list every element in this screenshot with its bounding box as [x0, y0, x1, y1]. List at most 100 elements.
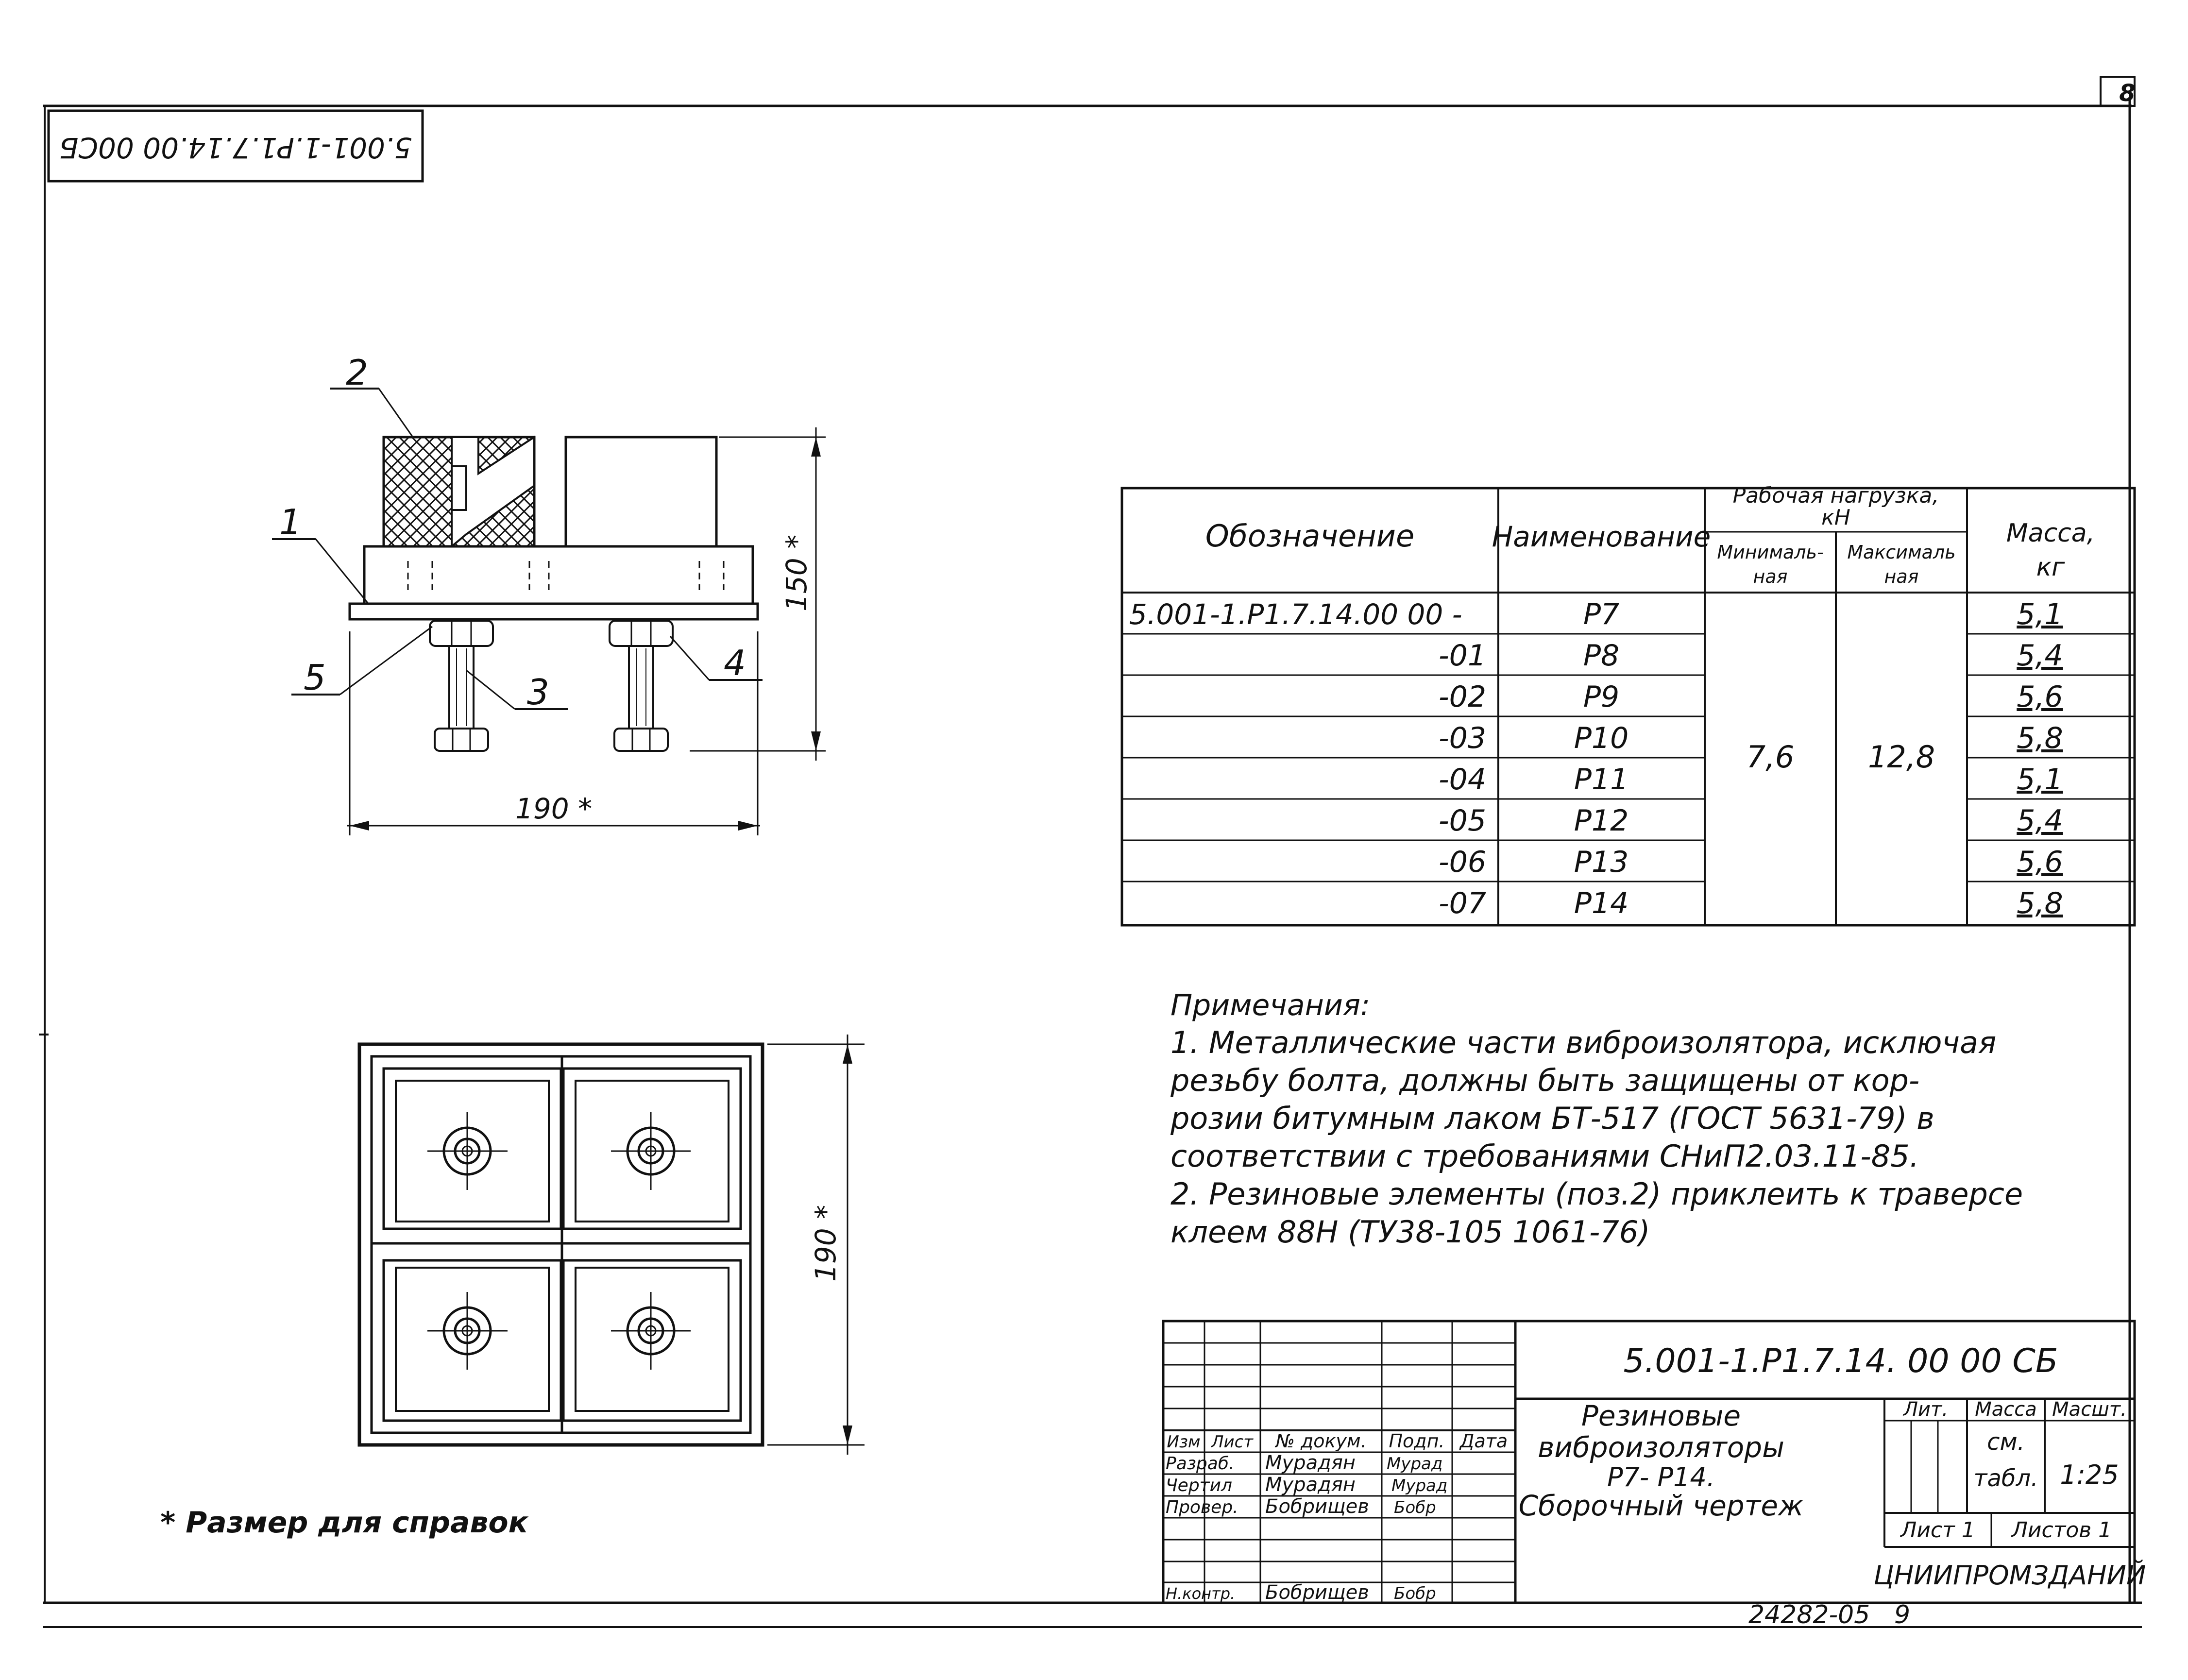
table-row: -06 Р13 5,6 — [1439, 845, 2063, 879]
signature-row: Н.контр. Бобрищев Бобр — [1166, 1581, 1436, 1604]
person-name: Бобрищев — [1265, 1495, 1369, 1518]
table-row: -05 Р12 5,4 — [1439, 804, 2063, 838]
signature: Бобр — [1394, 1498, 1436, 1517]
role: Провер. — [1166, 1497, 1238, 1517]
col-header-izm: Изм — [1167, 1432, 1200, 1452]
header-load: Рабочая нагрузка, — [1733, 483, 1939, 508]
row-name: Р7 — [1583, 597, 1619, 631]
signature-row: Провер. Бобрищев Бобр — [1166, 1495, 1436, 1518]
note-line: резьбу болта, должны быть защищены от ко… — [1170, 1063, 1919, 1098]
max-load-value: 12,8 — [1868, 739, 1935, 775]
mass-label: Масса — [1975, 1398, 2037, 1421]
plan-view: 190 * — [357, 1035, 865, 1455]
lit-label: Лит. — [1902, 1398, 1948, 1421]
row-mass: 5,8 — [2017, 721, 2063, 755]
role: Чертил — [1166, 1476, 1232, 1495]
row-designation: -07 — [1439, 886, 1486, 920]
notes-block: Примечания: 1. Металлические части вибро… — [1170, 988, 2023, 1250]
table-row: -04 Р11 5,1 — [1439, 763, 2063, 797]
scale-label: Масшт. — [2052, 1398, 2127, 1421]
note-line: розии битумным лаком БТ-517 (ГОСТ 5631-7… — [1170, 1101, 1934, 1136]
table-row: -07 Р14 5,8 — [1439, 886, 2063, 920]
row-name: Р9 — [1583, 680, 1619, 714]
row-designation: -03 — [1439, 721, 1486, 755]
note-line: клеем 88Н (ТУ38-105 1061-76) — [1170, 1214, 1650, 1250]
person-name: Мурадян — [1265, 1452, 1356, 1474]
row-mass: 5,8 — [2017, 886, 2063, 920]
row-name: Р8 — [1583, 639, 1619, 673]
rotated-code-box: 5.001-1.Р1.7.14.00 00СБ — [47, 109, 424, 183]
callout-2: 2 — [346, 352, 368, 393]
table-row: -03 Р10 5,8 — [1439, 721, 2063, 755]
dim-height: 150 * — [780, 535, 813, 611]
table-row: 5.001-1.Р1.7.14.00 00 - Р7 5,1 — [1129, 597, 2063, 631]
title-block: 5.001-1.Р1.7.14. 00 00 СБ Резиновые вибр… — [1162, 1320, 2146, 1604]
callout-1: 1 — [279, 502, 302, 543]
note-line: соответствии с требованиями СНиП2.03.11-… — [1170, 1138, 1919, 1174]
signature: Мурад — [1391, 1476, 1447, 1495]
col-header-list: Лист — [1210, 1432, 1254, 1452]
row-name: Р13 — [1574, 845, 1629, 879]
signature: Мурад — [1387, 1454, 1442, 1474]
row-designation: -05 — [1439, 804, 1486, 838]
role: Н.контр. — [1166, 1584, 1235, 1603]
row-mass: 5,4 — [2017, 804, 2063, 838]
header-load-unit: кН — [1821, 505, 1850, 530]
title-line: Резиновые — [1581, 1399, 1741, 1432]
plan-bolt — [611, 1112, 691, 1190]
side-view: 2 1 5 3 4 150 * 190 * — [272, 352, 826, 835]
header-name: Наименование — [1492, 520, 1711, 553]
col-header-sign: Подп. — [1389, 1430, 1444, 1452]
row-mass: 5,6 — [2017, 845, 2063, 879]
row-mass: 5,1 — [2017, 763, 2063, 797]
sheet-label: Лист 1 — [1900, 1518, 1975, 1543]
header-max: Максималь — [1847, 542, 1955, 563]
sheets-label: Листов 1 — [2011, 1518, 2112, 1543]
row-designation: -01 — [1439, 639, 1486, 673]
person-name: Бобрищев — [1265, 1581, 1369, 1604]
title-line: Р7- Р14. — [1607, 1462, 1715, 1493]
plan-bolt — [611, 1292, 691, 1370]
header-min: Минималь- — [1717, 542, 1823, 563]
plan-bolt — [427, 1292, 508, 1370]
callout-3: 3 — [527, 672, 549, 713]
bottom-page: 9 — [1894, 1600, 1910, 1629]
row-mass: 5,4 — [2017, 639, 2063, 673]
title-line: виброизоляторы — [1538, 1431, 1784, 1464]
row-name: Р12 — [1574, 804, 1629, 838]
table-row: -01 Р8 5,4 — [1439, 639, 2063, 673]
header-mass: Масса, — [2006, 519, 2095, 548]
note-line: 1. Металлические части виброизолятора, и… — [1170, 1025, 1996, 1060]
row-designation: -06 — [1439, 845, 1486, 879]
col-header-date: Дата — [1459, 1430, 1508, 1452]
title-line: Сборочный чертеж — [1519, 1489, 1804, 1522]
row-mass: 5,6 — [2017, 680, 2063, 714]
row-name: Р10 — [1574, 721, 1629, 755]
callout-5: 5 — [304, 657, 326, 698]
doc-code: 5.001-1.Р1.7.14. 00 00 СБ — [1623, 1342, 2058, 1380]
header-designation: Обозначение — [1205, 518, 1414, 554]
signature: Бобр — [1394, 1584, 1436, 1603]
row-designation: 5.001-1.Р1.7.14.00 00 - — [1129, 598, 1462, 631]
signature-row: Разраб. Мурадян Мурад — [1166, 1452, 1442, 1474]
reference-note: * Размер для справок — [160, 1506, 529, 1540]
mass-value-2: табл. — [1974, 1465, 2038, 1492]
rotated-code: 5.001-1.Р1.7.14.00 00СБ — [59, 131, 412, 164]
bottom-code: 24282-05 — [1748, 1600, 1870, 1629]
person-name: Мурадян — [1265, 1474, 1356, 1496]
callout-4: 4 — [724, 643, 746, 683]
page-number: 8 — [2119, 80, 2135, 107]
spec-table: Обозначение Наименование Рабочая нагрузк… — [1120, 483, 2136, 927]
row-designation: -02 — [1439, 680, 1486, 714]
header-max-2: ная — [1884, 566, 1919, 587]
mass-value: см. — [1987, 1428, 2025, 1456]
page-number-box: 8 — [2100, 76, 2136, 107]
role: Разраб. — [1166, 1454, 1234, 1474]
plan-bolt — [427, 1112, 508, 1190]
dim-width: 190 * — [515, 792, 592, 825]
row-name: Р14 — [1574, 886, 1629, 920]
note-line: 2. Резиновые элементы (поз.2) приклеить … — [1170, 1176, 2023, 1212]
row-name: Р11 — [1574, 763, 1629, 797]
header-mass-unit: кг — [2036, 553, 2065, 582]
